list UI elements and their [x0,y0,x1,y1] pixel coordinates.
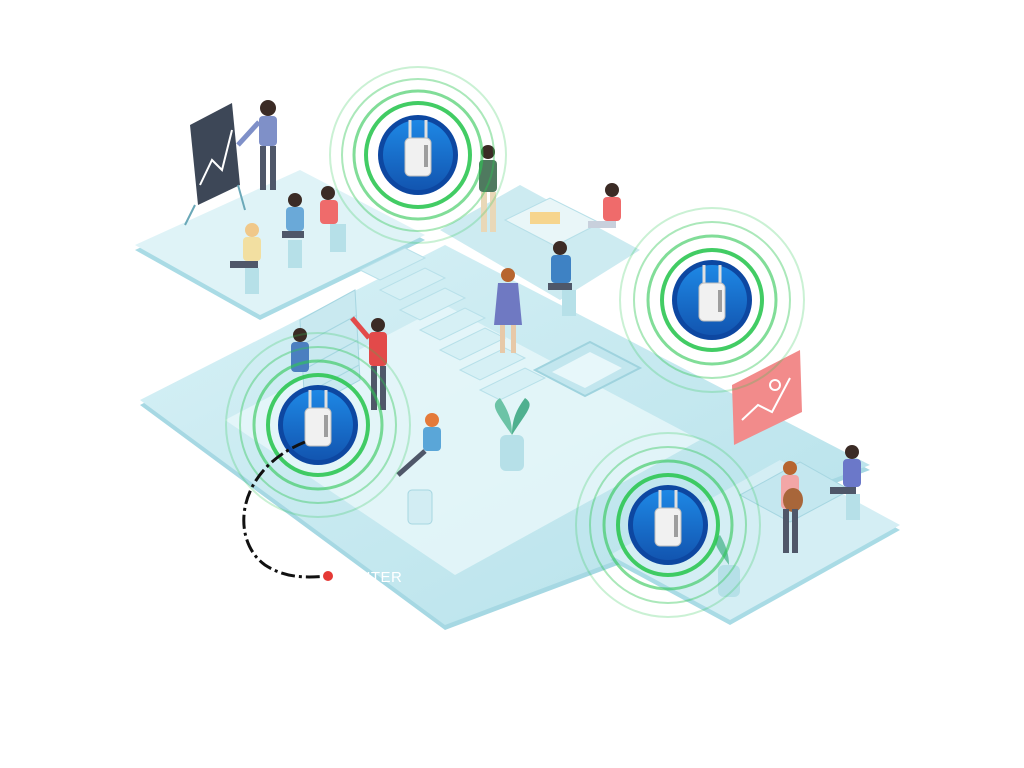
person-woman-center [494,268,522,353]
person-seated-red [588,183,621,228]
access-point-bottom-right [575,432,761,618]
ap-device-icon [304,390,332,447]
access-point-top [329,66,507,244]
plant-small [715,535,740,597]
person-seated-1 [282,193,304,268]
person-seated-lounge [830,445,861,520]
person-seated-blue [548,241,576,316]
router-cable [242,440,333,581]
person-standing-green [479,145,497,232]
person-guitar [781,461,803,553]
presentation-board [184,103,246,226]
bin [407,489,433,525]
plant [494,398,530,471]
person-seated-2 [230,223,261,294]
person-reading [396,413,441,477]
ap-device-icon [404,120,432,177]
person-seated-3 [320,186,346,252]
person-presenter [236,100,277,190]
ap-device-icon [654,490,682,547]
analytics-board [732,350,802,445]
access-point-left [225,332,411,518]
person-red-shirt [350,316,387,410]
stairs [358,247,547,401]
floor-pit [532,340,643,398]
access-point-right [619,207,805,393]
ap-device-icon [698,265,726,322]
meeting-platform [135,170,425,320]
router-port-dot [323,571,333,581]
router-label: ROUTER [336,569,402,586]
